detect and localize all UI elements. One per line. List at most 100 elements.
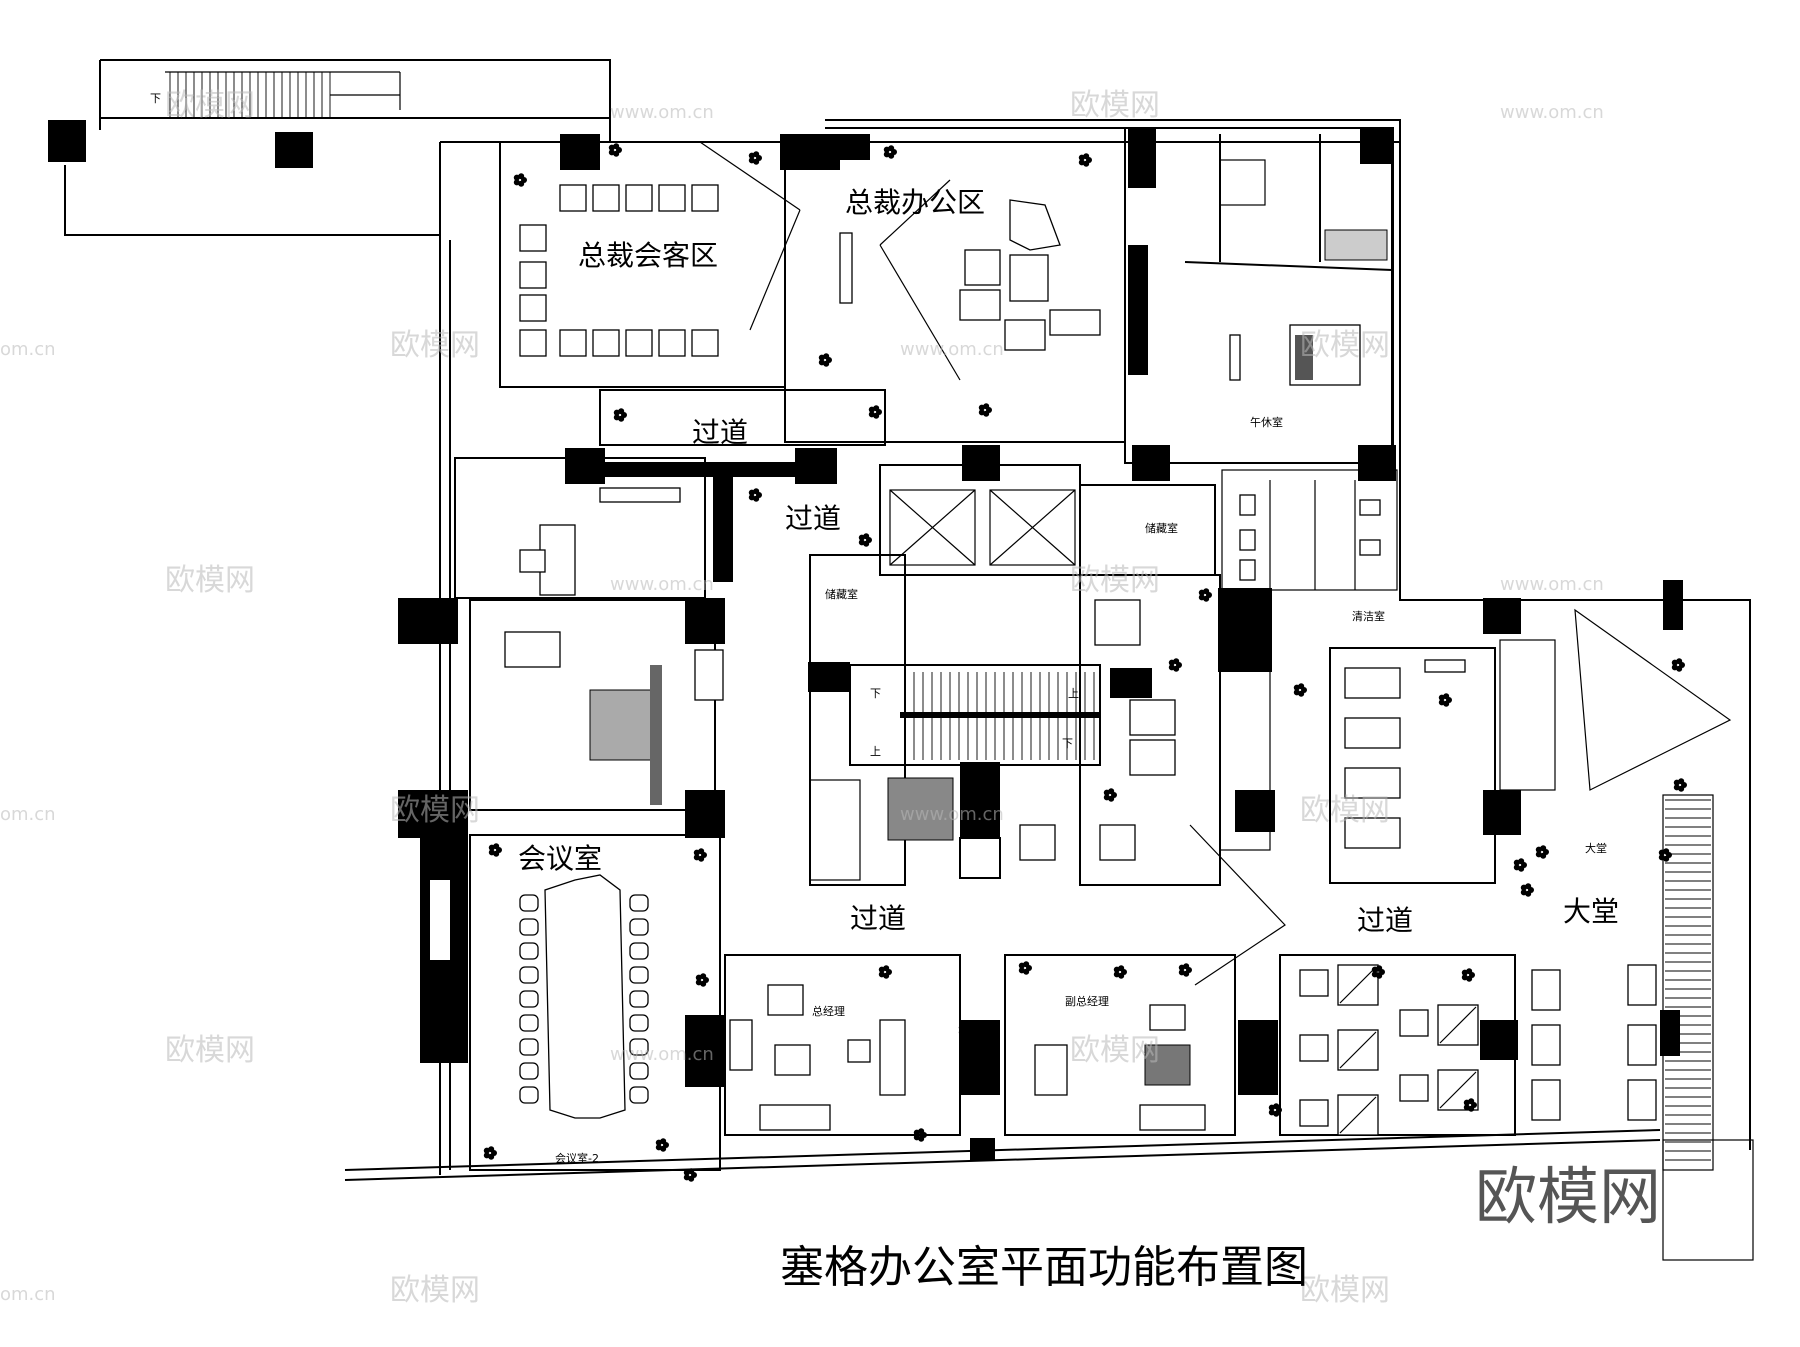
plant-icon [1198,588,1212,602]
plant-icon [655,1138,669,1152]
plant-icon [1673,778,1687,792]
office-chair [1399,1074,1429,1102]
reception-chair [658,184,686,212]
meeting-chair [519,894,539,912]
plant-icon [978,403,992,417]
meeting-chair [519,1014,539,1032]
meeting-chair [629,1086,649,1104]
plant-icon [748,488,762,502]
watermark-brand-repeat: 欧模网 [390,1273,480,1308]
desk-diagonal [1439,1006,1477,1044]
meeting-chair [629,966,649,984]
plant-icon [488,843,502,857]
watermark-brand-repeat: 欧模网 [390,328,480,363]
room-label-rest-room: 午休室 [1250,415,1283,429]
reception-chair [519,329,547,357]
deputy-general-manager-office: 副总经理 [1004,954,1278,1136]
watermark-brand-repeat: 欧模网 [1070,563,1160,598]
desk-diagonal [1339,1096,1377,1134]
room-label-general-manager: 总经理 [812,1004,845,1018]
plant-icon [1513,858,1527,872]
watermark-brand-repeat: 欧模网 [165,1033,255,1068]
watermark-url-repeat: om.cn [0,804,56,825]
plant-icon [1658,848,1672,862]
watermark-url-repeat: www.om.cn [900,339,1004,360]
room-label-meeting-room: 会议室 [518,842,602,875]
reception-chair [691,329,719,357]
stair-label-down-top: 下 [150,92,161,105]
plant-icon [1463,1098,1477,1112]
room-label-corridor-4: 过道 [1357,904,1413,937]
plant-icon [483,1146,497,1160]
reception-chair [592,184,620,212]
meeting-chair [519,1086,539,1104]
watermark-url-repeat: www.om.cn [610,102,714,123]
meeting-chair [519,942,539,960]
plant-icon [1438,693,1452,707]
plant-icon [868,405,882,419]
office-left-upper [454,457,706,599]
reception-chair [559,184,587,212]
plant-icon [818,353,832,367]
watermark-brand-repeat: 欧模网 [165,88,255,123]
plant-symbols [483,143,1687,1182]
reception-chair [625,184,653,212]
plant-icon [608,143,622,157]
reception-chair [658,329,686,357]
plant-icon [513,173,527,187]
room-label-corridor-3: 过道 [850,902,906,935]
plant-icon [1103,788,1117,802]
watermark-brand-repeat: 欧模网 [165,563,255,598]
meeting-chair [519,1062,539,1080]
watermark-brand-repeat: 欧模网 [1300,793,1390,828]
meeting-chair [629,1062,649,1080]
drawing-title: 塞格办公室平面功能布置图 [780,1242,1308,1293]
plant-icon [1078,153,1092,167]
watermark-layer: 欧模网欧模网欧模网欧模网欧模网欧模网欧模网欧模网欧模网欧模网欧模网欧模网www.… [0,88,1604,1308]
stair-label-up-left: 上 [870,745,881,758]
watermark-brand-repeat: 欧模网 [390,793,480,828]
room-label-meeting-room-2: 会议室-2 [555,1151,599,1165]
plant-icon [878,965,892,979]
general-manager-office: 总经理 [724,954,1000,1160]
rest-room-area: 午休室 [1124,127,1396,481]
stair-label-down-left: 下 [870,687,881,700]
plant-icon [1113,965,1127,979]
watermark-brand-repeat: 欧模网 [1300,1273,1390,1308]
meeting-chair [629,918,649,936]
reception-chair [625,329,653,357]
room-label-corridor-2: 过道 [785,502,841,535]
lobby: 大堂 大堂 [1531,580,1732,1121]
meeting-chair [519,990,539,1008]
meeting-chair [519,1038,539,1056]
watermark-url-repeat: www.om.cn [610,574,714,595]
meeting-chair [629,1038,649,1056]
plant-icon [1178,963,1192,977]
room-label-corridor-1: 过道 [692,416,748,449]
room-label-president-reception: 总裁会客区 [578,239,718,272]
reception-chair [559,329,587,357]
reception-chair [519,294,547,322]
toilet-block [1221,469,1398,591]
plant-icon [1535,845,1549,859]
watermark-url-repeat: www.om.cn [1500,102,1604,123]
plant-icon [693,848,707,862]
president-office: 总裁办公区 [560,134,1126,443]
cleaning-room-office: 清洁室 [1329,598,1556,884]
watermark-url-repeat: www.om.cn [1500,574,1604,595]
plant-icon [913,1128,927,1142]
desk-diagonal [1339,966,1377,1004]
open-office [1279,954,1518,1136]
plant-icon [858,533,872,547]
meeting-chair [519,918,539,936]
stair-label-down-right: 下 [1062,737,1073,750]
plant-icon [958,1023,972,1037]
reception-chair [519,224,547,252]
plant-icon [683,1168,697,1182]
room-label-president-office: 总裁办公区 [845,186,985,219]
office-chair [1299,1099,1329,1127]
plant-icon [1461,968,1475,982]
desk-diagonal [1439,1071,1477,1109]
plant-icon [613,408,627,422]
